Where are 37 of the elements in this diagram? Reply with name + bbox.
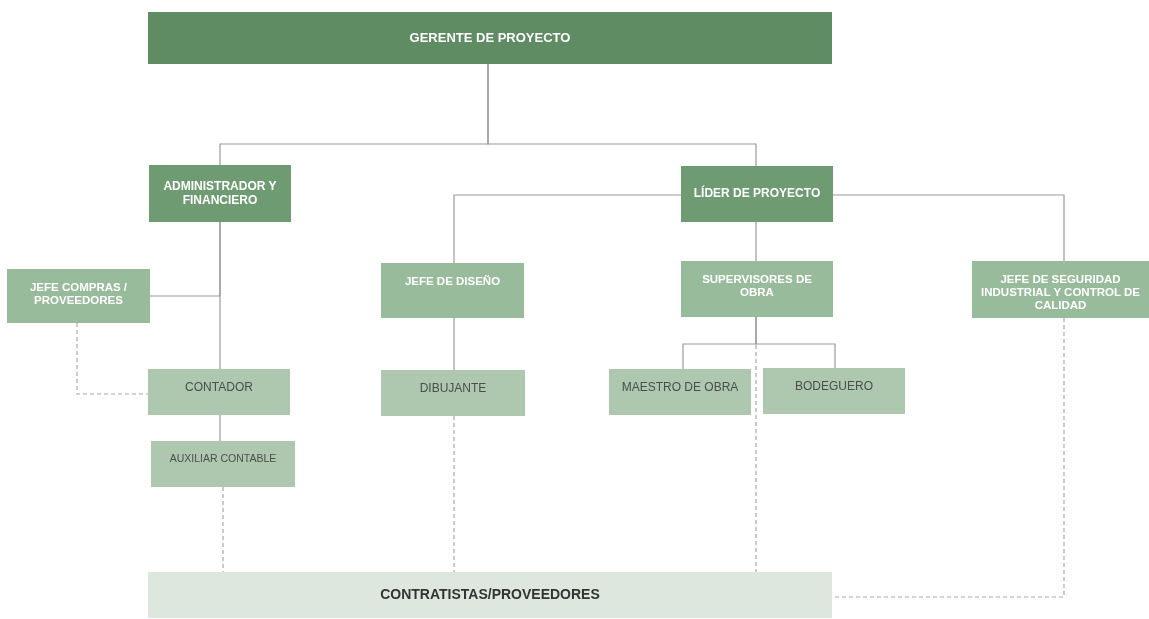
role-title: JEFE COMPRAS / PROVEEDORES <box>28 281 129 307</box>
role-box <box>7 269 150 323</box>
role-box <box>681 166 833 222</box>
role-title: LÍDER DE PROYECTO <box>693 187 821 201</box>
role-box <box>148 369 290 415</box>
role-title: CONTADOR <box>185 381 253 395</box>
role-title: JEFE DE SEGURIDAD INDUSTRIAL Y CONTROL DE CALIDAD <box>980 273 1141 312</box>
role-title: AUXILIAR CONTABLE <box>169 453 277 465</box>
dashed-connector <box>453 415 455 573</box>
role-box <box>148 572 832 618</box>
role-title: CONTRATISTAS/PROVEEDORES <box>380 587 600 603</box>
connector-line <box>487 63 757 167</box>
connector-line <box>453 194 682 264</box>
connector-line <box>755 221 757 262</box>
role-title: GERENTE DE PROYECTO <box>409 30 571 46</box>
dashed-connector <box>76 322 149 395</box>
role-title: ADMINISTRADOR Y FINANCIERO <box>162 180 278 207</box>
role-title: BODEGUERO <box>795 380 873 394</box>
connector-line <box>219 414 221 442</box>
dashed-connector <box>755 316 757 573</box>
role-box <box>381 370 525 416</box>
role-box <box>151 441 295 487</box>
role-box <box>681 261 833 317</box>
dashed-connector <box>222 486 224 573</box>
role-title: MAESTRO DE OBRA <box>621 381 739 395</box>
connector-line <box>219 221 221 370</box>
role-box <box>972 261 1149 318</box>
role-title: DIBUJANTE <box>419 382 487 396</box>
role-title: JEFE DE DISEÑO <box>404 275 501 288</box>
role-box <box>149 165 291 222</box>
role-box <box>148 12 832 64</box>
role-box <box>381 263 524 318</box>
role-box <box>609 369 751 415</box>
connector-line <box>453 317 455 371</box>
connector-line <box>832 194 1065 262</box>
role-title: SUPERVISORES DE OBRA <box>701 273 813 299</box>
role-box <box>763 368 905 414</box>
